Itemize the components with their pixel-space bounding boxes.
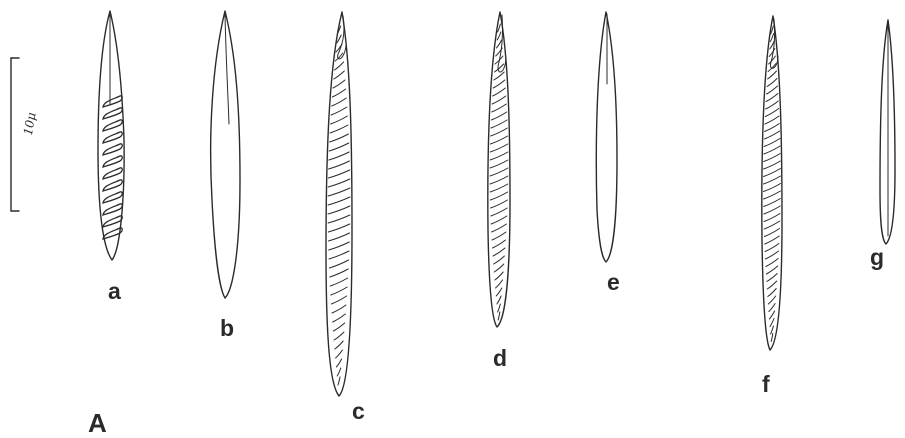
label-a: a: [108, 278, 121, 304]
specimen-a: [98, 11, 124, 260]
label-g: g: [870, 244, 884, 270]
specimen-b: [211, 11, 240, 298]
label-c: c: [352, 398, 365, 424]
specimen-f: [762, 16, 782, 350]
specimen-e: [596, 12, 617, 262]
label-b: b: [220, 315, 234, 341]
scale-bar-label: 10μ: [21, 111, 39, 136]
label-e: e: [607, 269, 620, 295]
specimen-c: [326, 12, 352, 396]
specimen-d: [488, 12, 510, 327]
label-f: f: [762, 371, 770, 397]
specimen-g: [880, 20, 895, 244]
panel-label: A: [88, 408, 107, 438]
scale-bar: 10μ: [11, 58, 39, 211]
label-d: d: [493, 345, 507, 371]
